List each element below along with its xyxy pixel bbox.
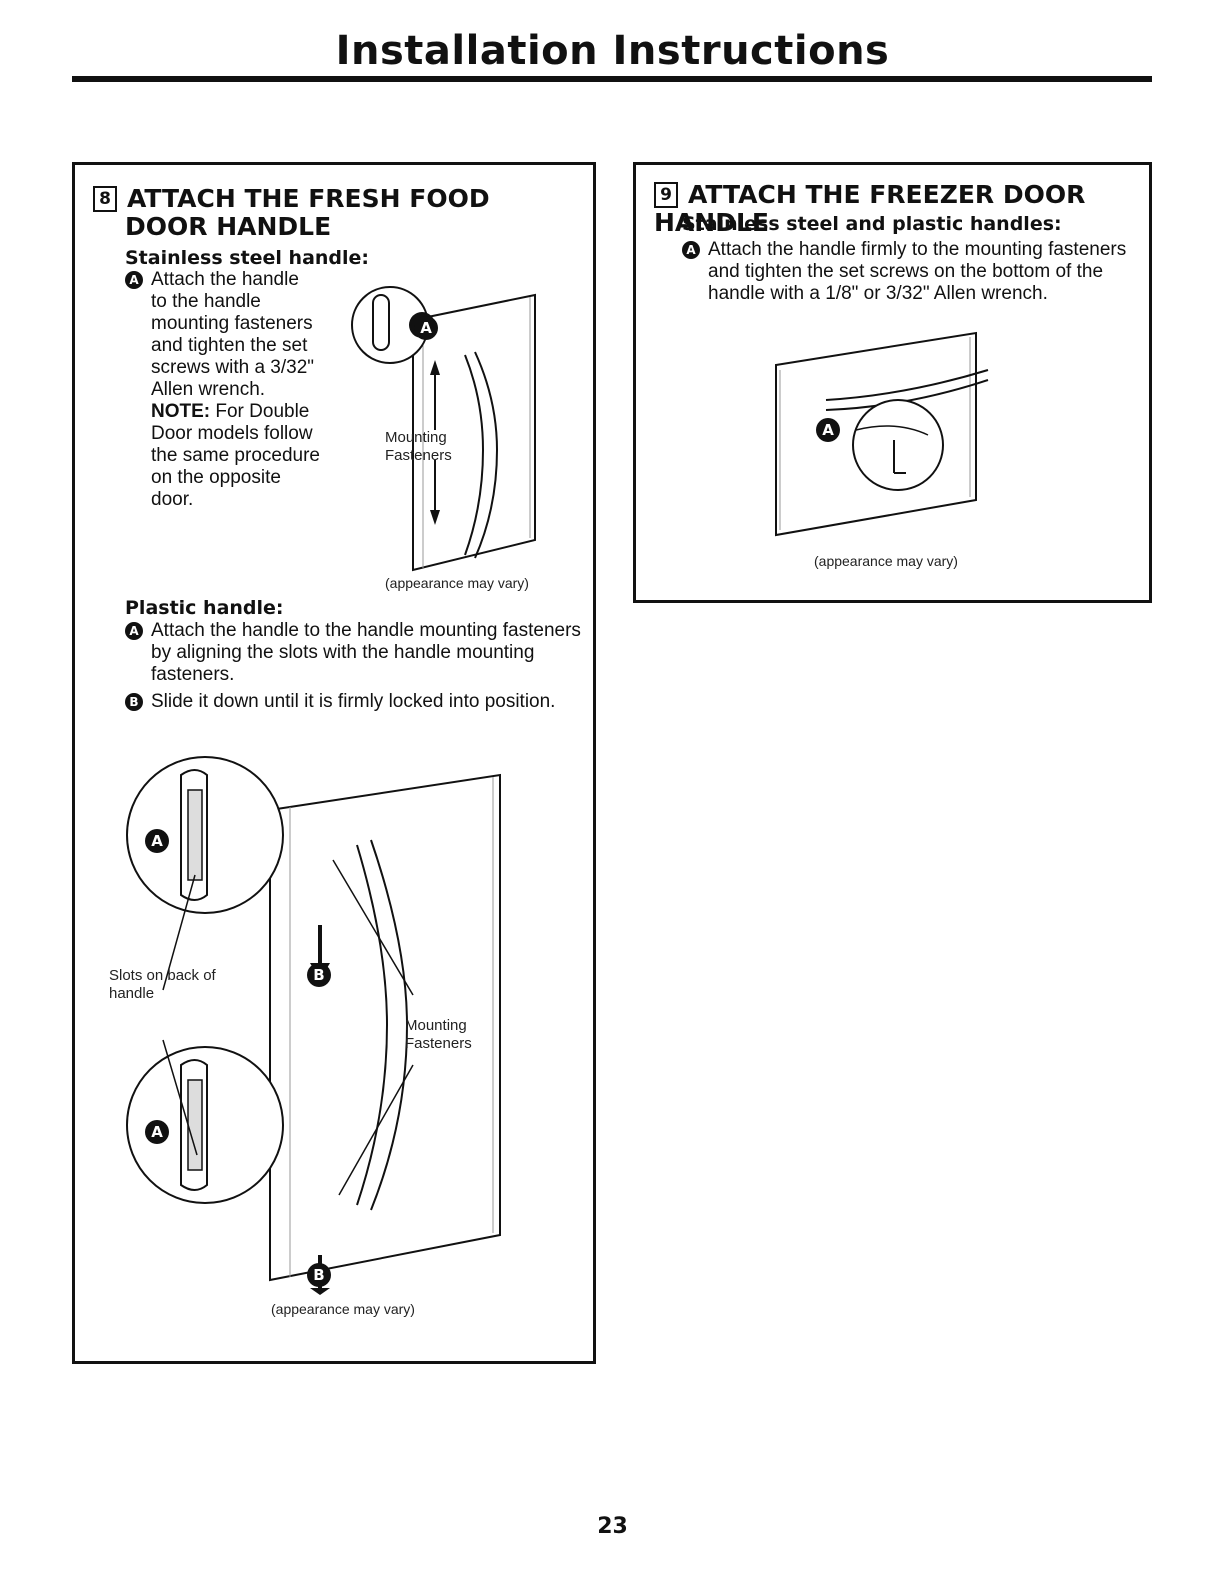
label-line: Slots on back of: [109, 967, 216, 984]
freezer-handle-figure: [775, 331, 989, 537]
stainless-instructions: A Attach the handle to the handle mounti…: [125, 269, 365, 529]
step-8-panel: 8 ATTACH THE FRESH FOOD DOOR HANDLE Stain…: [72, 162, 596, 1364]
step-line: Attach the handle to the handle mounting…: [151, 620, 581, 641]
stainless-line: mounting fasteners: [151, 313, 313, 334]
badge-a: A: [125, 622, 143, 640]
label-line: handle: [109, 985, 155, 1002]
stainless-line: Allen wrench.: [151, 379, 266, 400]
fig-badge-a-top: A: [145, 829, 169, 853]
label-line: Mounting: [385, 429, 447, 446]
fig-badge-b-top: B: [307, 963, 331, 987]
step-line: and tighten the set screws on the bottom…: [708, 261, 1104, 282]
page-title: Installation Instructions: [335, 28, 890, 74]
stainless-line: Attach the handle: [151, 269, 299, 290]
plastic-step-b: B Slide it down until it is firmly locke…: [125, 691, 595, 717]
step-8-title-line1: ATTACH THE FRESH FOOD: [127, 184, 490, 213]
step-line: Attach the handle firmly to the mounting…: [708, 239, 1127, 260]
stainless-text: Attach the handle to the handle mounting…: [151, 269, 320, 511]
plastic-step-a-text: Attach the handle to the handle mounting…: [151, 620, 581, 686]
step-line: fasteners.: [151, 664, 235, 685]
step-9-instructions: A Attach the handle firmly to the mounti…: [682, 239, 1142, 309]
step-9-number: 9: [654, 182, 678, 208]
step-9-title: ATTACH THE FREEZER DOOR HANDLE: [654, 180, 1086, 237]
step-line: handle with a 1/8" or 3/32" Allen wrench…: [708, 283, 1048, 304]
note-line: door.: [151, 489, 194, 510]
badge-b: B: [125, 693, 143, 711]
step-line: by aligning the slots with the handle mo…: [151, 642, 535, 663]
header-rule: [72, 76, 1152, 82]
step-9-text: Attach the handle firmly to the mounting…: [708, 239, 1126, 305]
mounting-fasteners-label: Mounting Fasteners: [385, 429, 452, 465]
label-line: Mounting: [405, 1017, 467, 1034]
step-8-heading: 8 ATTACH THE FRESH FOOD: [93, 185, 490, 213]
fig-badge-a-bottom: A: [145, 1120, 169, 1144]
step-8-title-line2: DOOR HANDLE: [125, 212, 332, 241]
note-text: For Double: [210, 401, 310, 422]
note-label: NOTE:: [151, 401, 211, 422]
fig-badge-b-bottom: B: [307, 1263, 331, 1287]
stainless-heading: Stainless steel handle:: [125, 247, 370, 269]
fig-badge-a: A: [816, 418, 840, 442]
note-line: Door models follow: [151, 423, 313, 444]
stainless-line: screws with a 3/32": [151, 357, 315, 378]
step-9-caption: (appearance may vary): [814, 553, 958, 569]
step-8-number: 8: [93, 186, 117, 212]
stainless-caption: (appearance may vary): [385, 575, 529, 591]
page-number: 23: [597, 1514, 628, 1539]
plastic-step-a: A Attach the handle to the handle mounti…: [125, 620, 595, 690]
slots-label: Slots on back of handle: [109, 967, 216, 1003]
badge-a: A: [125, 271, 143, 289]
badge-a: A: [682, 241, 700, 259]
label-line: Fasteners: [385, 447, 452, 464]
note-line: on the opposite: [151, 467, 281, 488]
note-line: the same procedure: [151, 445, 320, 466]
plastic-step-b-text: Slide it down until it is firmly locked …: [151, 691, 556, 712]
stainless-line: and tighten the set: [151, 335, 308, 356]
note-line: NOTE: For Double: [151, 401, 320, 423]
label-line: Fasteners: [405, 1035, 472, 1052]
plastic-handle-figure: [126, 756, 501, 1295]
mounting-fasteners-label: Mounting Fasteners: [405, 1017, 472, 1053]
fig-badge-a: A: [414, 316, 438, 340]
plastic-caption: (appearance may vary): [271, 1301, 415, 1317]
stainless-line: to the handle: [151, 291, 261, 312]
step-9-subheading: Stainless steel and plastic handles:: [682, 213, 1062, 235]
plastic-heading: Plastic handle:: [125, 597, 284, 619]
